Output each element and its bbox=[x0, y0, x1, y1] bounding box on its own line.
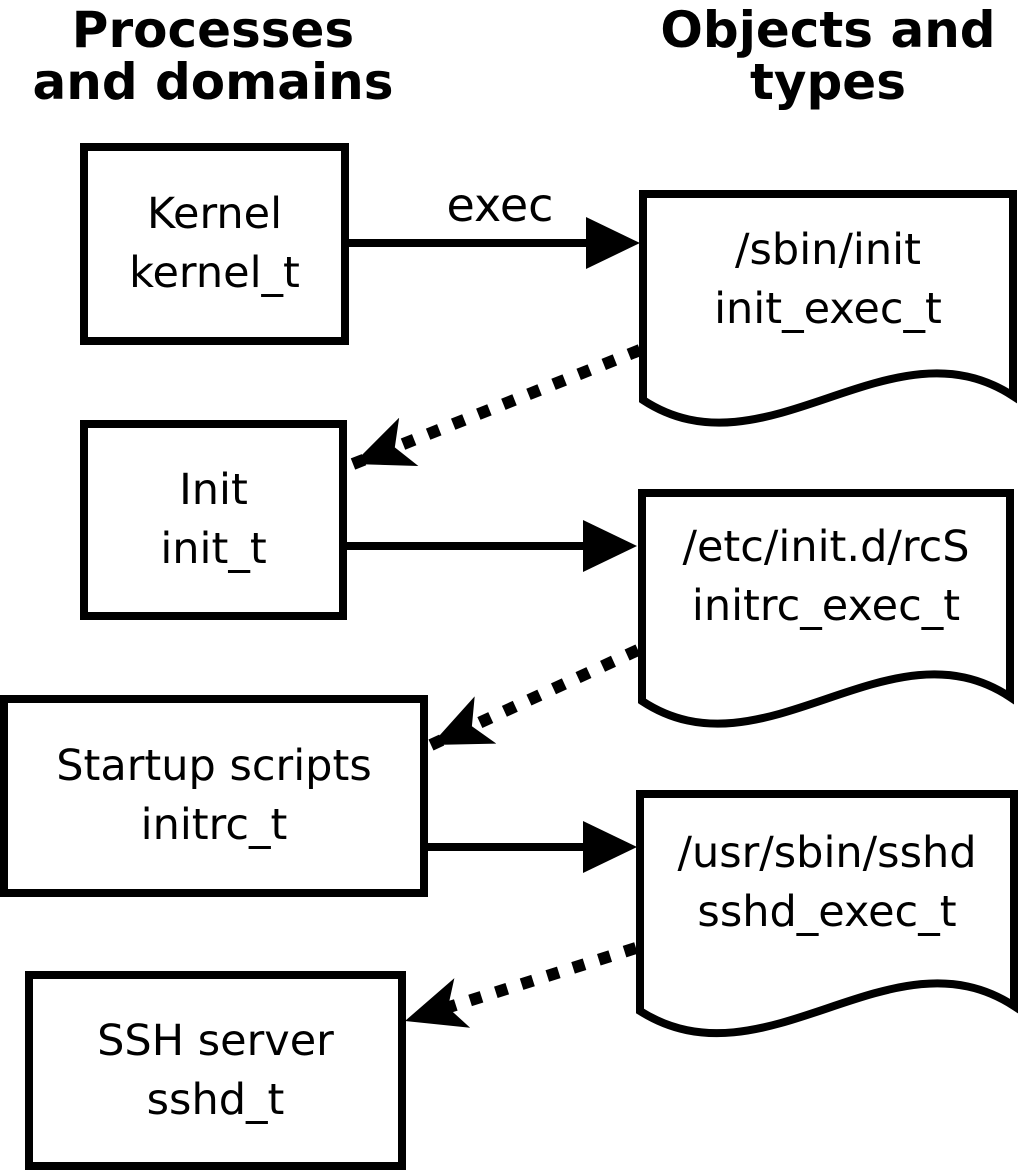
column-header-processes-line2: and domains bbox=[32, 53, 394, 111]
process-box-ssh-server-label: SSH server sshd_t bbox=[25, 971, 406, 1170]
object-type: initrc_exec_t bbox=[691, 581, 961, 631]
exec-arrow-init-to-rcs bbox=[345, 520, 637, 572]
process-box-kernel-outline bbox=[80, 143, 349, 345]
process-name: Init bbox=[179, 465, 248, 515]
column-header-objects-line1: Objects and bbox=[660, 1, 996, 59]
transition-arrow-sbin-init-to-init bbox=[350, 344, 643, 470]
process-type: kernel_t bbox=[129, 248, 300, 298]
object-doc-etc-initd-rcs-shape bbox=[638, 489, 1014, 728]
process-box-startup-scripts-label: Startup scripts initrc_t bbox=[0, 695, 428, 897]
object-path: /usr/sbin/sshd bbox=[677, 828, 977, 878]
object-type: sshd_exec_t bbox=[697, 887, 957, 937]
column-header-objects-line2: types bbox=[750, 53, 906, 111]
object-doc-sbin-init-shape bbox=[639, 190, 1017, 427]
object-doc-etc-initd-rcs-label: /etc/init.d/rcS initrc_exec_t bbox=[640, 493, 1012, 661]
object-doc-usr-sbin-sshd-shape bbox=[636, 790, 1018, 1038]
process-type: initrc_t bbox=[140, 800, 288, 850]
object-path: /sbin/init bbox=[735, 225, 921, 275]
process-box-init-outline bbox=[80, 420, 347, 620]
column-header-processes: Processes and domains bbox=[15, 4, 411, 108]
process-box-ssh-server-outline bbox=[25, 971, 406, 1170]
object-doc-usr-sbin-sshd-label: /usr/sbin/sshd sshd_exec_t bbox=[638, 790, 1016, 976]
process-box-startup-scripts-outline bbox=[0, 695, 428, 897]
exec-arrow-label: exec bbox=[446, 178, 554, 232]
transition-arrow-rcs-to-startup bbox=[428, 644, 641, 751]
transition-arrow-sshd-to-ssh-server bbox=[403, 942, 638, 1028]
exec-arrow-startup-to-sshd bbox=[426, 821, 637, 873]
exec-arrow-kernel-to-sbin-init bbox=[349, 217, 640, 269]
column-header-objects: Objects and types bbox=[630, 4, 1024, 108]
process-box-kernel-label: Kernel kernel_t bbox=[80, 143, 349, 345]
process-name: Kernel bbox=[146, 189, 283, 239]
object-doc-sbin-init-label: /sbin/init init_exec_t bbox=[641, 194, 1015, 366]
object-path: /etc/init.d/rcS bbox=[682, 522, 970, 572]
process-box-init-label: Init init_t bbox=[80, 420, 347, 620]
process-name: Startup scripts bbox=[56, 741, 372, 791]
process-type: sshd_t bbox=[146, 1074, 285, 1125]
column-header-processes-line1: Processes bbox=[71, 1, 355, 59]
process-type: init_t bbox=[160, 524, 267, 574]
object-type: init_exec_t bbox=[714, 284, 942, 334]
process-name: SSH server bbox=[97, 1015, 334, 1066]
